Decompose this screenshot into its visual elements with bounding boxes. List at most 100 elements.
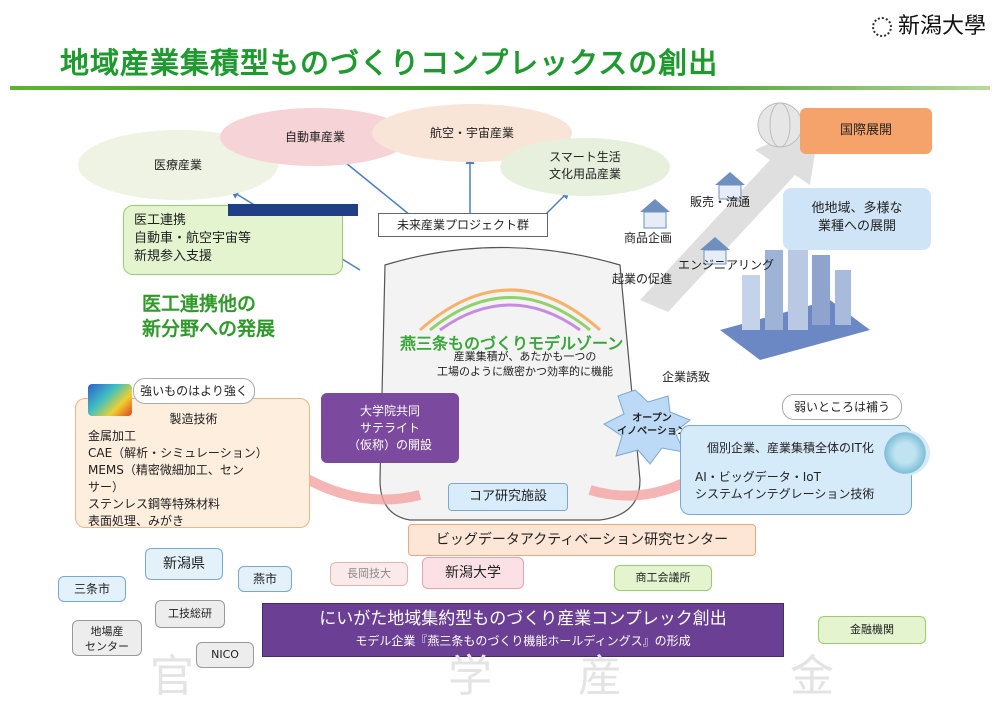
open-innovation-burst (603, 389, 691, 465)
bg-label-industry: 産 (578, 651, 622, 702)
model-zone-shape (379, 246, 641, 521)
weakness-line3: システムインテグレーション技術 (695, 487, 875, 501)
strength-item: MEMS（精密微細加工、セン (88, 463, 244, 477)
zone-arc-3 (439, 303, 581, 332)
weakness-box: 個別企業、産業集積全体のIT化 AI・ビッグデータ・IoT システムインテグレー… (680, 425, 912, 515)
org-niigata-univ: 新潟大学 (422, 557, 524, 589)
page-title: 地域産業集積型ものづくりコンプレックスの創出 (60, 46, 719, 80)
seal-icon (871, 17, 892, 37)
aerospace-industry-label: 航空・宇宙産業 (429, 126, 514, 140)
engineering-label: エンジニアリング (678, 258, 775, 272)
smart-industry-node: スマート生活 文化用品産業 (500, 138, 670, 196)
zone-arc-1 (419, 288, 601, 332)
org-nagaoka-tech: 長岡技大 (330, 562, 408, 586)
bg-label-academia: 学 (448, 651, 492, 702)
org-finance: 金融機関 (818, 616, 926, 644)
model-zone-desc: 産業集積が、あたかも一つの 工場のように緻密かつ効率的に機能 (425, 349, 625, 379)
flow-strip (228, 204, 358, 216)
bigdata-center-box: ビッグデータアクティベーション研究センター (408, 524, 756, 556)
org-niigata-pref: 新潟県 (145, 548, 223, 580)
strengths-box: 製造技術 金属加工 CAE（解析・シミュレーション） MEMS（精密微細加工、セ… (75, 398, 310, 528)
org-local-center: 地場産 センター (72, 620, 142, 656)
org-chamber: 商工会議所 (614, 565, 712, 591)
strengths-heading: 製造技術 (169, 412, 218, 426)
title-divider (10, 86, 990, 90)
future-projects-text: 未来産業プロジェクト群 (396, 218, 529, 232)
org-local-center-line1: 地場産 (90, 625, 124, 638)
satellite-line1: 大学院共同 (359, 404, 420, 418)
med-eng-line1: 医工連携 (134, 213, 187, 228)
org-local-center-line2: センター (85, 640, 129, 653)
org-nico-label: NICO (211, 648, 239, 661)
medical-industry-label: 医療産業 (153, 158, 202, 172)
banner-line2: モデル企業『燕三条ものづくり機能ホールディングス』の形成 (355, 634, 691, 648)
slogan-line2: 新分野への発展 (142, 318, 276, 340)
open-innovation-line2: イノベーション (617, 426, 687, 437)
org-tsubame-city-label: 燕市 (252, 572, 277, 586)
regional-line2: 業種への展開 (817, 219, 896, 234)
smart-industry-label-2: 文化用品産業 (548, 167, 621, 181)
org-nico: NICO (196, 642, 254, 668)
org-sanjo-city-label: 三条市 (73, 582, 110, 596)
model-zone-name: 燕三条ものづくりモデルゾーン (400, 334, 624, 353)
weakness-line2: AI・ビッグデータ・IoT (695, 470, 821, 484)
creation-banner: にいがた地域集約型ものづくり産業コンプレック創出 モデル企業『燕三条ものづくり機… (262, 603, 784, 657)
startup-label: 起業の促進 (612, 272, 673, 286)
med-eng-line3: 新規参入支援 (134, 249, 213, 264)
weakness-line1: 個別企業、産業集積全体のIT化 (707, 441, 874, 455)
org-tech-center: 工技総研 (155, 600, 225, 628)
org-niigata-pref-label: 新潟県 (163, 556, 205, 572)
attract-label: 企業誘致 (662, 370, 711, 384)
banner-line1: にいがた地域集約型ものづくり産業コンプレック創出 (319, 609, 727, 629)
strength-item: 表面処理、みがき (88, 514, 185, 528)
regional-line1: 他地域、多様な (811, 201, 903, 216)
smart-industry-label-1: スマート生活 (549, 150, 621, 164)
med-eng-line2: 自動車・航空宇宙等 (134, 231, 252, 246)
core-facility-label: コア研究施設 (468, 489, 547, 504)
open-innovation-label: オープン イノベーション (612, 412, 692, 438)
org-sanjo-city: 三条市 (58, 576, 126, 602)
international-box: 国際展開 (800, 108, 932, 154)
strength-item: ステンレス鋼等特殊材料 (88, 497, 221, 511)
org-nagaoka-tech-label: 長岡技大 (347, 567, 391, 580)
org-niigata-univ-label: 新潟大学 (445, 565, 501, 581)
strengths-bubble: 強いものはより強く (133, 378, 255, 404)
bg-label-finance: 金 (790, 651, 834, 702)
strengths-bubble-text: 強いものはより強く (140, 384, 248, 398)
strength-item: 金属加工 (88, 429, 137, 443)
satellite-box: 大学院共同 サテライト （仮称）の開設 (321, 393, 459, 463)
product-plan-label: 商品企画 (624, 231, 673, 245)
aerospace-industry-node: 航空・宇宙産業 (372, 104, 572, 162)
future-projects-label: 未来産業プロジェクト群 (378, 213, 548, 237)
satellite-line3: （仮称）の開設 (347, 438, 432, 452)
bg-label-government: 官 (150, 651, 194, 702)
logo-text: 新潟大學 (897, 14, 986, 39)
bigdata-center-label: ビッグデータアクティベーション研究センター (435, 532, 729, 548)
med-eng-box: 医工連携 自動車・航空宇宙等 新規参入支援 (123, 205, 343, 275)
gears-illustration (880, 430, 930, 476)
weakness-bubble-text: 弱いところは補う (793, 400, 890, 414)
sales-label: 販売・流通 (690, 195, 751, 209)
org-chamber-label: 商工会議所 (635, 571, 691, 584)
zone-arc-2 (429, 296, 591, 332)
regional-box: 他地域、多様な 業種への展開 (783, 188, 931, 250)
org-finance-label: 金融機関 (850, 623, 894, 636)
buildings-illustration (720, 235, 870, 360)
org-tech-center-label: 工技総研 (168, 607, 212, 620)
cae-illustration (88, 384, 132, 416)
strength-item: CAE（解析・シミュレーション） (88, 446, 268, 460)
zone-desc-line2: 工場のように緻密かつ効率的に機能 (437, 365, 613, 378)
zone-desc-line1: 産業集積が、あたかも一つの (453, 350, 597, 363)
arrow-left-to-core (297, 470, 422, 505)
international-label: 国際展開 (839, 123, 892, 138)
open-innovation-line1: オープン (632, 413, 672, 424)
satellite-line2: サテライト (359, 421, 420, 435)
auto-industry-label: 自動車産業 (284, 130, 345, 144)
slogan-line1: 医工連携他の (142, 293, 257, 315)
org-tsubame-city: 燕市 (238, 566, 292, 592)
core-facility-box: コア研究施設 (448, 483, 568, 511)
house-icons (640, 172, 745, 265)
weakness-bubble: 弱いところは補う (782, 394, 902, 420)
university-logo: 新潟大學 (871, 8, 986, 40)
globe-illustration (757, 102, 803, 148)
